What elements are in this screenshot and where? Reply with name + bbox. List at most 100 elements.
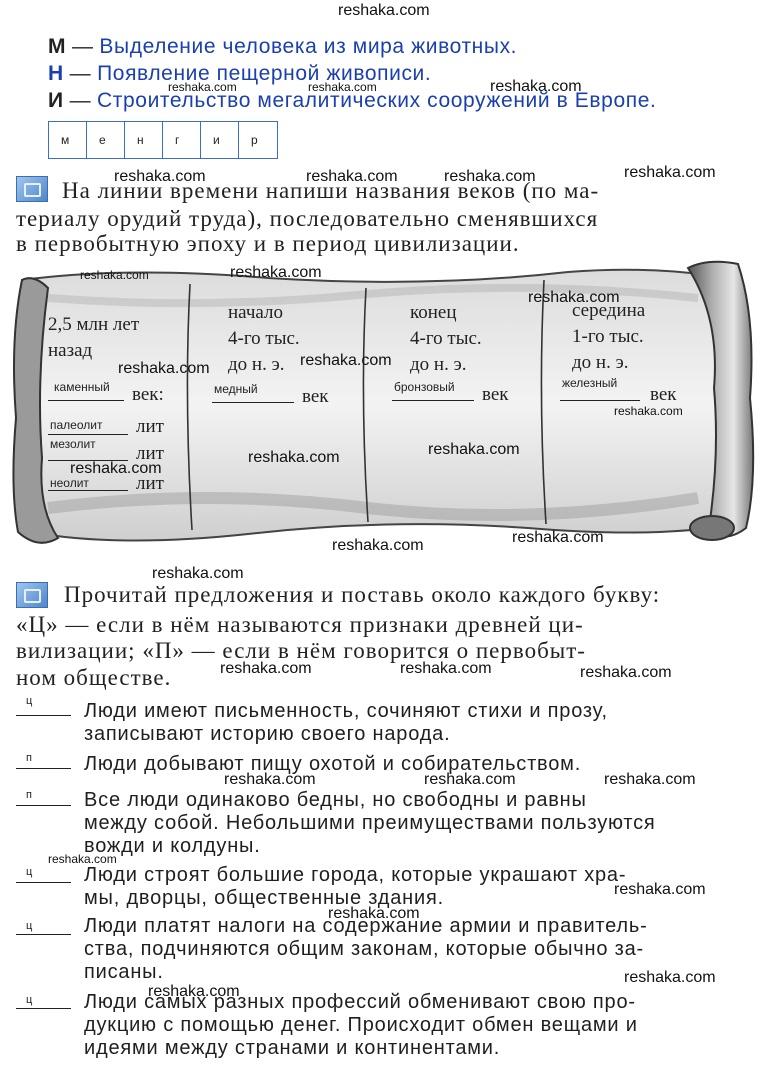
definition-dash: — (69, 89, 92, 112)
definition-dash: — (71, 35, 94, 58)
watermark: reshaka.com (148, 983, 240, 1000)
letter-cell[interactable]: м (49, 122, 87, 158)
sentence: Все люди одинаково бедны, но свободны и … (84, 789, 656, 858)
answer-blank[interactable] (48, 434, 128, 435)
period-date-line: до н. э. (228, 354, 285, 375)
sentence-answer: п (26, 752, 32, 764)
watermark: reshaka.com (444, 168, 536, 185)
answer-blank[interactable] (48, 490, 128, 491)
watermark: reshaka.com (624, 164, 716, 181)
sentence: Люди строят большие города, которые укра… (84, 864, 626, 910)
handwritten-answer: мезолит (50, 437, 96, 451)
watermark: reshaka.com (230, 264, 322, 281)
definition-text: Появление пещерной живописи. (97, 62, 432, 85)
answer-blank[interactable] (48, 460, 128, 461)
letter-cell[interactable]: р (251, 133, 258, 147)
answer-blank[interactable] (212, 402, 294, 403)
sentence: Люди платят налоги на содержание армии и… (84, 915, 648, 984)
period-suffix: век: (132, 384, 164, 405)
sentence-line: Все люди одинаково бедны, но свободны и … (84, 789, 587, 811)
task2-line: «Ц» — если в нём называются признаки дре… (16, 612, 584, 637)
answer-blank[interactable] (392, 400, 474, 401)
subperiod-suffix: лит (136, 443, 164, 464)
letter-cell[interactable]: г (163, 122, 201, 158)
watermark: reshaka.com (118, 360, 210, 377)
sentence-answer: п (26, 789, 32, 801)
sentence-answer: ц (26, 866, 33, 878)
letter-cell[interactable]: н (125, 122, 163, 158)
sentence-answer: ц (26, 994, 33, 1006)
definition-dash: — (69, 62, 92, 85)
period-date-line: начало (228, 302, 283, 323)
definition-text: Выделение человека из мира животных. (99, 35, 518, 58)
period-date: середина 1-го тыс. до н. э. (572, 298, 645, 376)
subperiod-suffix: лит (136, 473, 164, 494)
definition-text: Строительство мегалитических сооружений … (97, 89, 657, 112)
period-suffix: век (302, 386, 329, 407)
watermark: reshaka.com (528, 289, 620, 306)
letter-cell[interactable]: и (201, 122, 239, 158)
handwritten-answer: медный (214, 382, 258, 396)
task2-line: вилизации; «П» — если в нём говорится о … (16, 638, 586, 663)
watermark: reshaka.com (80, 268, 149, 282)
answer-blank[interactable] (16, 934, 71, 935)
answer-blank[interactable] (16, 882, 71, 883)
sentence-line: Люди платят налоги на содержание армии и… (84, 915, 648, 937)
watermark: reshaka.com (70, 460, 162, 477)
task-pencil-icon (16, 176, 48, 202)
watermark: reshaka.com (308, 80, 377, 94)
watermark: reshaka.com (614, 881, 706, 898)
task-pencil-icon (16, 582, 48, 608)
watermark: reshaka.com (328, 905, 420, 922)
task2-line: Прочитай предложения и поставь около каж… (64, 582, 661, 607)
period-date-line: 2,5 млн лет (48, 314, 140, 335)
sentence-line: Люди строят большие города, которые укра… (84, 864, 627, 886)
definition-n: Н — Появление пещерной живописи. (48, 61, 431, 86)
watermark: reshaka.com (248, 449, 340, 466)
period-suffix: век (482, 384, 509, 405)
sentence-line: идеями между странами и континентами. (84, 1037, 501, 1059)
answer-blank[interactable] (48, 400, 124, 401)
period-date-line: 1-го тыс. (572, 326, 644, 347)
period-suffix: век (650, 384, 677, 405)
definition-letter: Н (48, 62, 64, 85)
sentence-line: Люди имеют письменность, сочиняют стихи … (84, 700, 608, 722)
answer-blank[interactable] (560, 400, 640, 401)
watermark: reshaka.com (614, 404, 683, 418)
sentence-line: мы, дворцы, общественные здания. (84, 887, 444, 909)
handwritten-answer: палеолит (50, 418, 103, 432)
sentence: Люди самых разных профессий обменивают с… (84, 991, 638, 1060)
answer-blank[interactable] (16, 1008, 71, 1009)
answer-blank[interactable] (16, 768, 71, 769)
sentence: Люди имеют письменность, сочиняют стихи … (84, 700, 608, 746)
period-date: начало 4-го тыс. до н. э. (228, 300, 300, 378)
watermark: reshaka.com (306, 168, 398, 185)
period-date-line: середина (572, 300, 646, 321)
watermark: reshaka.com (624, 969, 716, 986)
scroll-illustration (12, 260, 755, 544)
period-date-line: 4-го тыс. (228, 328, 300, 349)
handwritten-answer: каменный (54, 380, 110, 394)
watermark: reshaka.com (114, 168, 206, 185)
definition-i: И — Строительство мегалитических сооруже… (48, 88, 656, 113)
sentence-answer: ц (26, 695, 33, 707)
answer-blank[interactable] (16, 805, 71, 806)
watermark: reshaka.com (332, 537, 424, 554)
period-date-line: конец (410, 302, 457, 323)
handwritten-answer: бронзовый (394, 380, 455, 394)
task1-line: На линии времени напиши названия веков (… (62, 178, 600, 203)
answer-word-boxes: м е н г и р (48, 121, 278, 159)
sentence: Люди добывают пищу охотой и собирательст… (84, 753, 581, 776)
task1-line: териалу орудий труда), последовательно с… (16, 206, 599, 231)
definition-letter: М (48, 35, 67, 58)
watermark: reshaka.com (224, 771, 316, 788)
definition-letter: И (48, 89, 64, 112)
watermark: reshaka.com (168, 80, 237, 94)
answer-blank[interactable] (16, 715, 71, 716)
watermark: reshaka.com (338, 2, 430, 19)
watermark: reshaka.com (300, 352, 392, 369)
watermark: reshaka.com (428, 441, 520, 458)
letter-cell[interactable]: е (87, 122, 125, 158)
period-date: конец 4-го тыс. до н. э. (410, 300, 482, 378)
watermark: reshaka.com (48, 852, 117, 866)
